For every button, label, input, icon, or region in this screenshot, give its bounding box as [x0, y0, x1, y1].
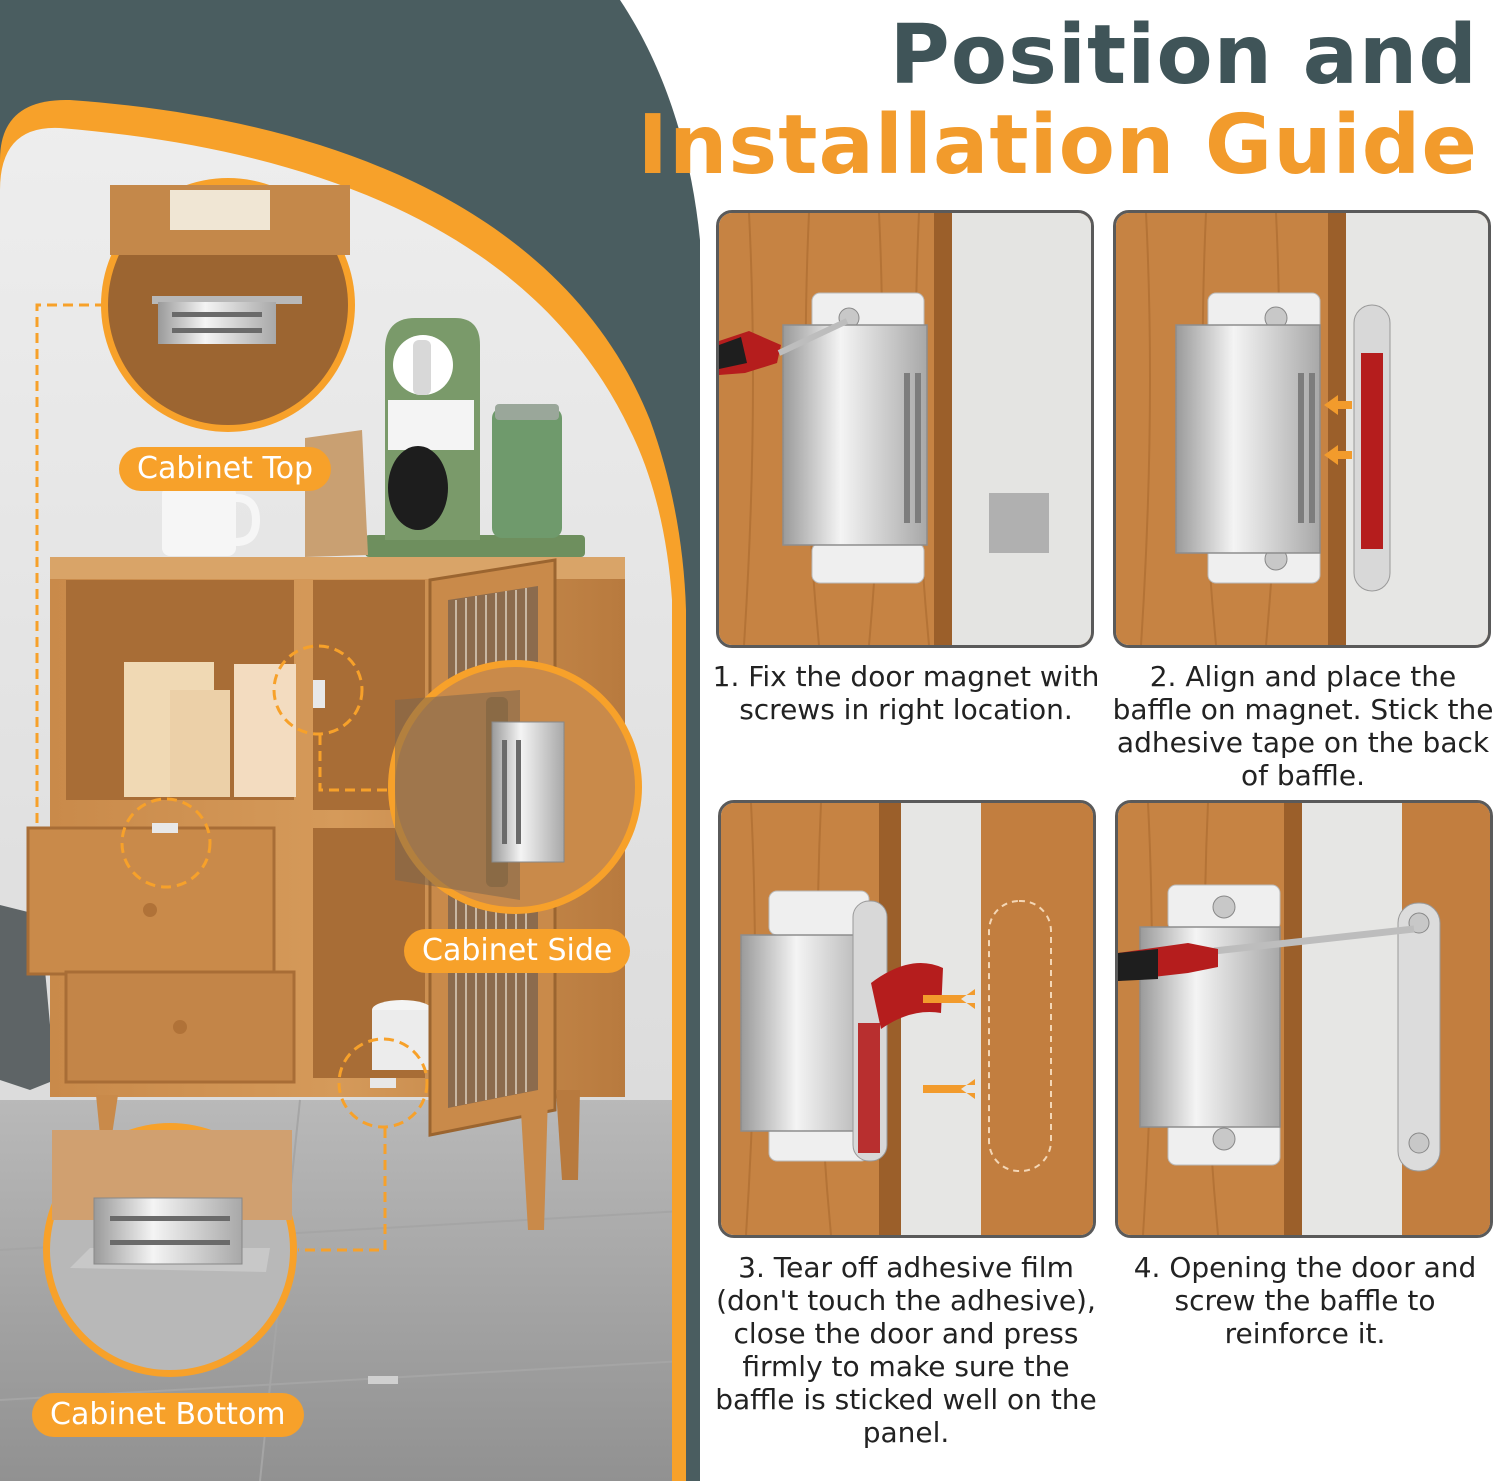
- step-2-caption: 2. Align and place the baffle on magnet.…: [1112, 660, 1494, 792]
- step-2-photo: [1113, 210, 1491, 648]
- zoom-circle-side: [388, 660, 642, 914]
- zoom-circle-top: [101, 178, 355, 432]
- step-4-photo: [1115, 800, 1493, 1238]
- step-1-photo: [716, 210, 1094, 648]
- step-3-caption: 3. Tear off adhesive film (don't touch t…: [715, 1251, 1097, 1449]
- zoom-circle-bottom: [43, 1123, 297, 1377]
- step-4-caption: 4. Opening the door and screw the baffle…: [1133, 1251, 1477, 1350]
- step-1-caption: 1. Fix the door magnet with screws in ri…: [712, 660, 1100, 726]
- cabinet-top-label: Cabinet Top: [119, 447, 332, 491]
- step-3-photo: [718, 800, 1096, 1238]
- cabinet-scene: [0, 0, 700, 1481]
- title-line-2: Installation Guide: [637, 98, 1478, 193]
- title-line-1: Position and: [889, 8, 1478, 103]
- cabinet-illustration-panel: Cabinet Top Cabinet Side Cabinet Bottom: [0, 0, 700, 1481]
- cabinet-side-label: Cabinet Side: [404, 929, 631, 973]
- cabinet-bottom-label: Cabinet Bottom: [32, 1393, 304, 1437]
